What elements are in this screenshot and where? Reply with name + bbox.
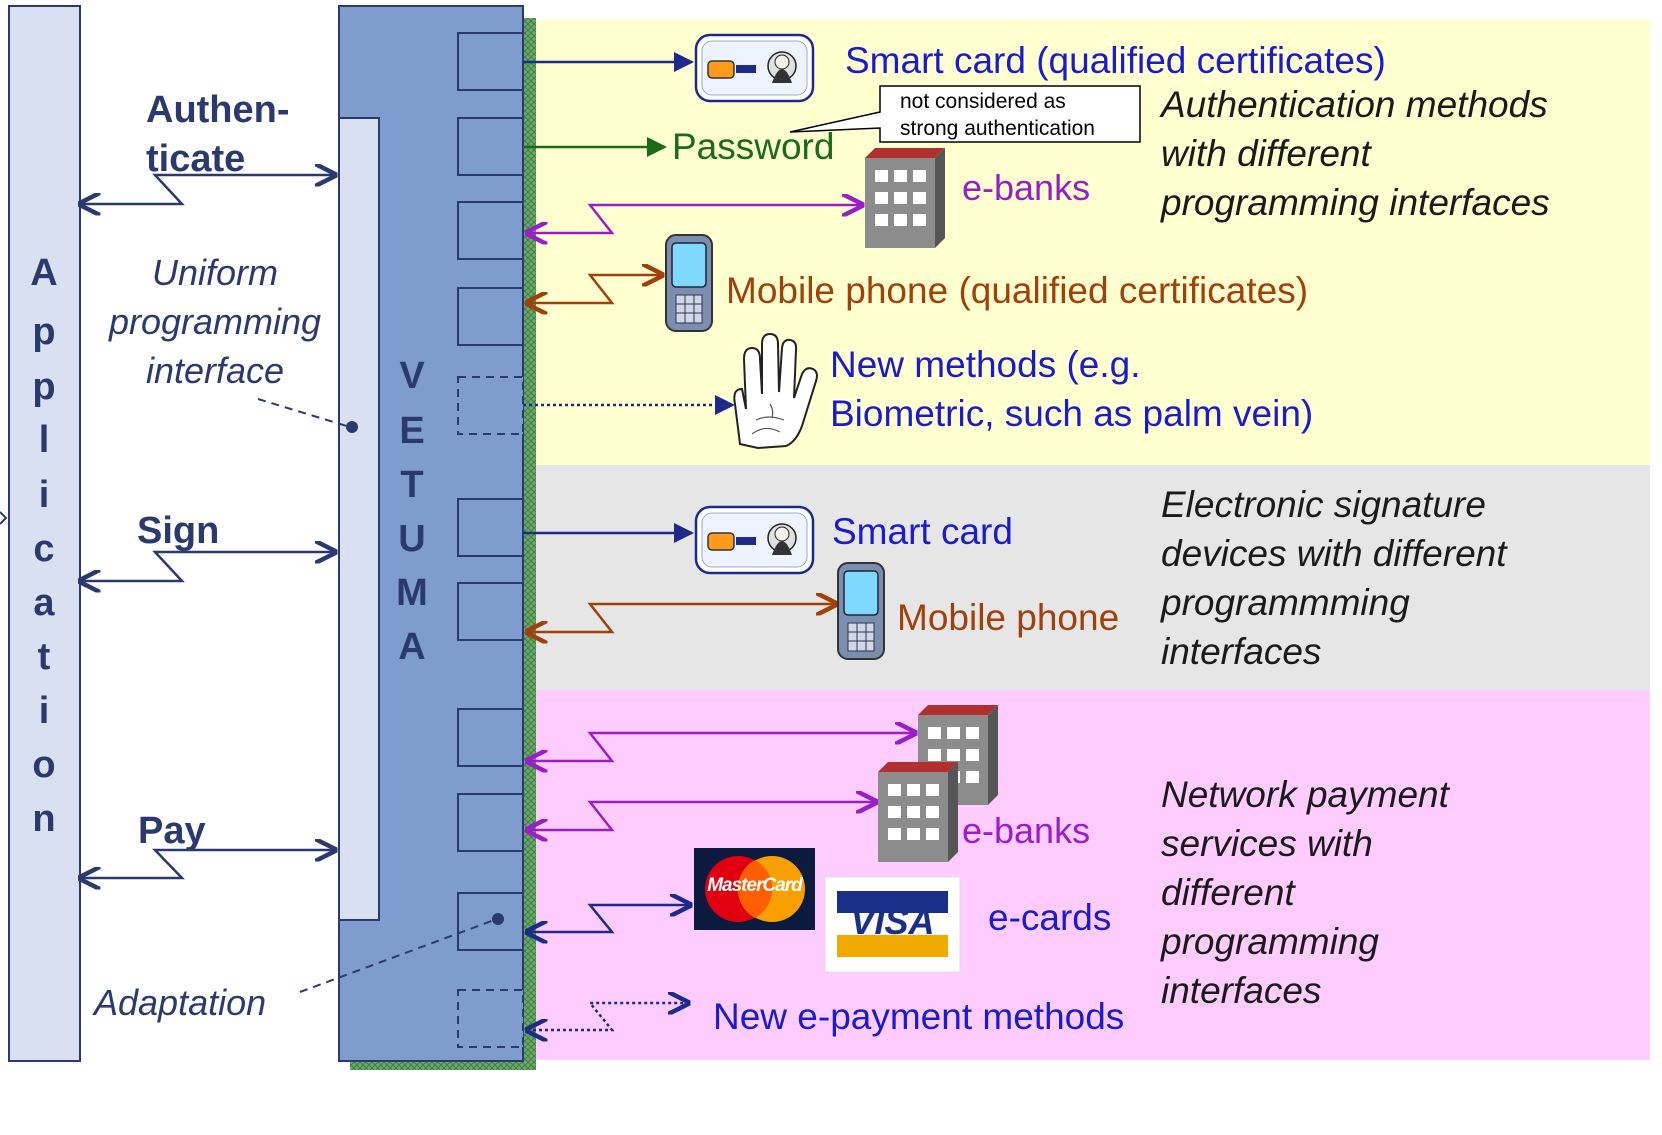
sign-band — [530, 465, 1650, 690]
application-letter: A — [30, 252, 58, 294]
vetuma-letter: U — [398, 518, 426, 560]
mastercard-text: MasterCard — [707, 875, 803, 896]
mobile-phone-icon — [665, 234, 713, 332]
vetuma-letter: E — [399, 410, 425, 452]
vetuma-letter: V — [399, 355, 425, 397]
new-methods-label: New methods (e.g. Biometric, such as pal… — [830, 344, 1314, 434]
uniform-interface-label: Uniform programming interface — [108, 252, 322, 391]
building-icon-pay-front — [878, 762, 958, 862]
application-letter: a — [33, 582, 55, 624]
uniform-interface-strip — [338, 117, 380, 921]
smart-card-icon-sign — [694, 505, 815, 575]
application-letter: p — [32, 311, 56, 353]
pay-label: Pay — [138, 810, 206, 852]
new-epayment-label: New e-payment methods — [713, 996, 1125, 1037]
application-letter: c — [33, 528, 55, 570]
application-letter: n — [32, 798, 56, 840]
sign-mobile-phone-label: Mobile phone — [897, 597, 1120, 638]
auth-description: Authentication methods with different pr… — [1161, 84, 1550, 223]
application-letter: i — [38, 474, 50, 516]
vetuma-letter: T — [400, 464, 424, 506]
ecards-label: e-cards — [988, 897, 1112, 938]
visa-logo — [824, 876, 961, 973]
sign-label: Sign — [137, 510, 220, 552]
vetuma-letter: A — [398, 626, 426, 668]
application-letter: o — [32, 744, 56, 786]
password-note: not considered as strong authentication — [900, 90, 1095, 140]
note-callout — [789, 85, 1141, 143]
auth-mobile-phone-label: Mobile phone (qualified certificates) — [726, 270, 1309, 311]
palm-hand-icon — [733, 332, 818, 450]
authenticate-label: Authen- ticate — [146, 89, 290, 180]
pay-description: Network payment services with different … — [1161, 774, 1449, 1011]
application-letter: t — [37, 636, 51, 678]
auth-ebanks-label: e-banks — [962, 167, 1091, 208]
smart-card-icon — [694, 33, 815, 103]
application-letter: p — [32, 366, 56, 408]
password-label: Password — [672, 126, 835, 167]
application-bar — [8, 5, 81, 1062]
vetuma-letter: M — [396, 572, 428, 614]
mastercard-logo — [694, 848, 815, 930]
sign-smart-card-label: Smart card — [832, 511, 1013, 552]
application-letter: i — [38, 690, 50, 732]
application-letter: l — [38, 419, 50, 461]
adaptation-label: Adaptation — [94, 982, 267, 1023]
visa-text: VISA — [850, 901, 935, 942]
building-icon — [865, 148, 945, 248]
sign-description: Electronic signature devices with differ… — [1161, 484, 1507, 672]
mobile-phone-icon-sign — [837, 562, 885, 660]
auth-smart-card-label: Smart card (qualified certificates) — [845, 40, 1386, 81]
pay-ebanks-label: e-banks — [962, 810, 1091, 851]
